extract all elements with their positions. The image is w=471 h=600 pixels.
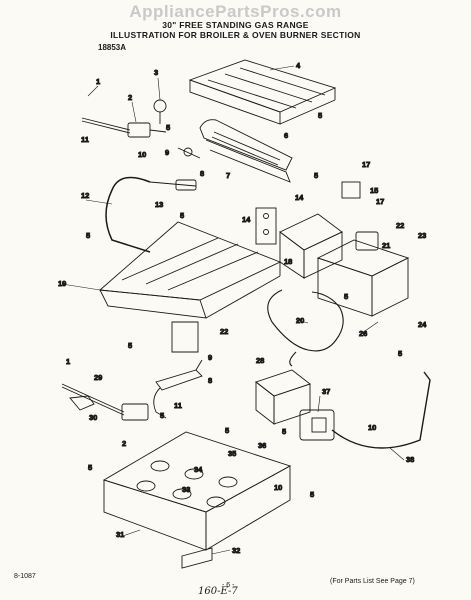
callout-11-bot: 11 (174, 401, 182, 410)
callout-32: 32 (232, 546, 240, 555)
callout-5-h: 5 (128, 341, 132, 350)
diagram-title: 30" FREE STANDING GAS RANGE (162, 20, 309, 30)
callout-24: 22 (396, 221, 404, 230)
callout-6: 6 (284, 131, 288, 140)
callout-17: 15 (370, 186, 378, 195)
component-17 (341, 181, 361, 199)
callout-30: 30 (89, 413, 97, 422)
bulb-13 (149, 179, 197, 191)
callout-18-a: 17 (362, 160, 370, 169)
callout-2-bot: 2 (122, 439, 126, 448)
callout-labels: 1 2 3 4 5 5 6 7 8 9 10 11 12 13 5 5 14 1… (58, 61, 428, 556)
callout-34: 34 (194, 465, 203, 474)
callout-9-bot: 9 (208, 353, 212, 362)
callout-20: 19 (58, 279, 66, 288)
callout-1-bot: 1 (66, 357, 70, 366)
callout-26: 24 (418, 320, 427, 329)
callout-8-bot: 8 (208, 376, 212, 385)
lower-valve-drawing (61, 383, 149, 421)
callout-3: 3 (154, 68, 158, 77)
callout-23: 21 (382, 241, 390, 250)
foot-32 (181, 547, 213, 569)
callout-15: 14 (295, 193, 304, 202)
callout-7: 7 (226, 171, 230, 180)
broiler-burner-drawing (199, 119, 293, 183)
wire-22 (267, 289, 344, 352)
bracket-21 (171, 321, 199, 353)
parts-list-note: (For Parts List See Page 7) (330, 578, 415, 585)
broiler-pan-drawing (188, 59, 337, 125)
upper-valve-drawing (81, 99, 201, 159)
callout-35: 35 (228, 449, 236, 458)
tube-38 (331, 371, 431, 449)
callout-10-bot: 10 (368, 423, 376, 432)
callout-21: 22 (220, 327, 228, 336)
callout-10-top: 10 (138, 150, 146, 159)
callout-5-g: 5 (398, 349, 402, 358)
callout-22: 20 (296, 316, 304, 325)
callout-5-e: 5 (86, 231, 90, 240)
callout-14: 14 (242, 215, 251, 224)
part-number: 18853A (98, 43, 127, 52)
page-number: - 6 - (222, 582, 235, 589)
callout-2-top: 2 (128, 93, 132, 102)
igniter-bracket-14 (255, 207, 277, 245)
callout-19: 18 (284, 257, 292, 266)
callout-10-mid: 10 (274, 483, 282, 492)
wire-22-plug (289, 351, 297, 367)
callout-33: 33 (182, 485, 190, 494)
leader-lines (61, 65, 405, 555)
callout-5-f: 5 (344, 292, 348, 301)
handwritten-note: 160-E-7 (198, 586, 238, 597)
callout-5-a: 5 (166, 123, 170, 132)
callout-4: 4 (296, 61, 301, 70)
callout-5-j: 5 (225, 426, 229, 435)
callout-18-b: 17 (376, 197, 384, 206)
footer-left-code: 8-1087 (14, 573, 36, 580)
callout-37: 37 (322, 387, 330, 396)
callout-28: 28 (256, 356, 264, 365)
burner-box-25 (316, 239, 410, 317)
igniter-assembly-28-37 (255, 369, 335, 441)
callout-9-top: 9 (165, 148, 169, 157)
oven-burner-drawing (153, 359, 203, 419)
diagram-subtitle: ILLUSTRATION FOR BROILER & OVEN BURNER S… (110, 30, 361, 40)
callout-38: 38 (406, 455, 414, 464)
callout-5-m: 5 (310, 490, 314, 499)
callout-5-k: 5 (282, 427, 286, 436)
callout-13: 13 (155, 200, 163, 209)
component-24 (355, 231, 379, 251)
callout-5-c: 5 (180, 211, 184, 220)
oven-bottom-panel (98, 221, 282, 319)
callout-12: 12 (81, 191, 89, 200)
callout-27: 26 (359, 329, 367, 338)
callout-5-l: 5 (88, 463, 92, 472)
callout-29: 29 (94, 373, 102, 382)
callout-5-b: 5 (318, 111, 322, 120)
bracket-19 (279, 213, 343, 279)
watermark: AppliancePartsPros.com (129, 2, 342, 21)
callout-5-d: 5 (314, 171, 318, 180)
callout-1-top: 1 (96, 77, 100, 86)
callout-5-i: 5 (160, 411, 164, 420)
callout-25: 23 (418, 231, 426, 240)
callout-8-top: 8 (200, 169, 204, 178)
callout-31: 31 (116, 530, 124, 539)
flex-tube-12 (105, 176, 151, 253)
callout-11-top: 11 (81, 135, 89, 144)
callout-36: 36 (258, 441, 266, 450)
